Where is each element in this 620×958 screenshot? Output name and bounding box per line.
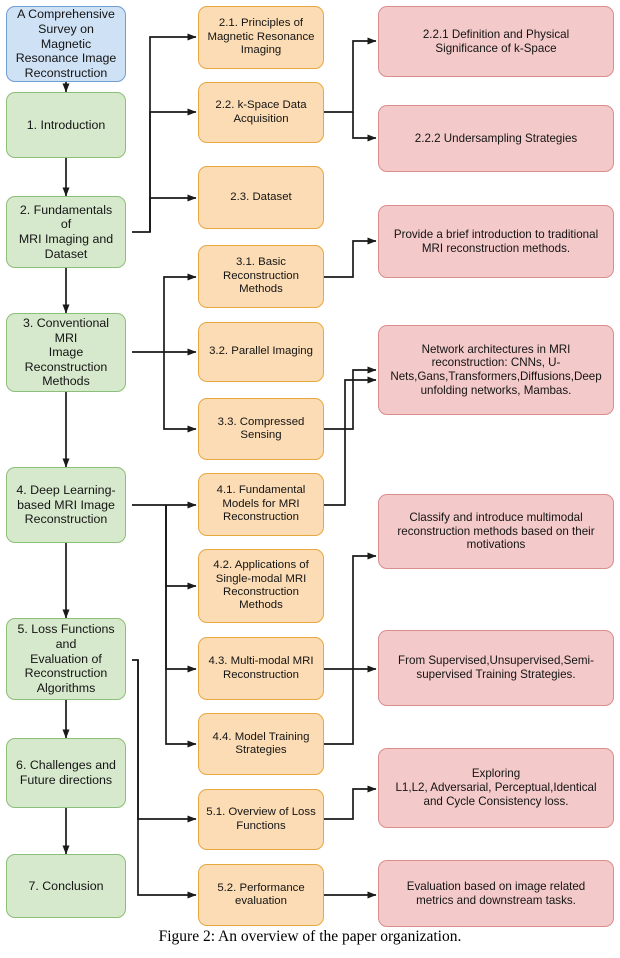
node-subsection-5-2[interactable]: 5.2. Performance evaluation bbox=[198, 864, 324, 926]
node-label: 5.1. Overview of Loss Functions bbox=[206, 806, 316, 832]
edge-5-to-5.1 bbox=[132, 659, 197, 823]
node-label: 3.3. Compressed Sensing bbox=[217, 415, 305, 441]
node-label: 2. Fundamentals of MRI Imaging and Datas… bbox=[18, 202, 114, 261]
node-label: 3.2. Parallel Imaging bbox=[209, 345, 313, 358]
node-subsection-2-3[interactable]: 2.3. Dataset bbox=[198, 166, 324, 229]
node-survey-title[interactable]: A Comprehensive Survey on Magnetic Reson… bbox=[6, 6, 126, 82]
edge-4.1-to-note-networks bbox=[324, 376, 377, 506]
node-label: Network architectures in MRI reconstruct… bbox=[390, 342, 602, 397]
node-label: 4. Deep Learning- based MRI Image Recons… bbox=[16, 483, 116, 527]
node-label: 5. Loss Functions and Evaluation of Reco… bbox=[17, 622, 115, 695]
node-label: 6. Challenges and Future directions bbox=[16, 758, 116, 787]
node-label: A Comprehensive Survey on Magnetic Reson… bbox=[15, 7, 117, 80]
edge-2.2-to-2.2.1 bbox=[324, 37, 377, 113]
edge-5-to-5.2 bbox=[137, 660, 197, 899]
edge-3-to-3.1 bbox=[132, 273, 197, 353]
edge-4.4-to-note-training bbox=[324, 665, 377, 745]
node-label: 1. Introduction bbox=[26, 117, 106, 132]
node-note-loss-types[interactable]: Exploring L1,L2, Adversarial, Perceptual… bbox=[378, 748, 614, 828]
node-label: From Supervised,Unsupervised,Semi- super… bbox=[398, 654, 594, 681]
node-note-training-strategies[interactable]: From Supervised,Unsupervised,Semi- super… bbox=[378, 630, 614, 706]
node-label: Exploring L1,L2, Adversarial, Perceptual… bbox=[395, 767, 597, 808]
edge-4-to-4.2 bbox=[165, 505, 197, 590]
node-label: Classify and introduce multimodal recons… bbox=[397, 510, 595, 552]
node-subsection-3-1[interactable]: 3.1. Basic Reconstruction Methods bbox=[198, 245, 324, 308]
edge-3-to-3.3 bbox=[163, 352, 197, 433]
node-note-2-2-1[interactable]: 2.2.1 Definition and Physical Significan… bbox=[378, 6, 614, 77]
edge-5.1-to-note-losses bbox=[324, 785, 377, 820]
node-label: 2.3. Dataset bbox=[230, 190, 292, 203]
node-section-7-conclusion[interactable]: 7. Conclusion bbox=[6, 854, 126, 918]
node-subsection-2-1[interactable]: 2.1. Principles of Magnetic Resonance Im… bbox=[198, 6, 324, 69]
node-label: 3.1. Basic Reconstruction Methods bbox=[223, 256, 299, 296]
node-subsection-5-1[interactable]: 5.1. Overview of Loss Functions bbox=[198, 789, 324, 850]
node-note-multimodal-classification[interactable]: Classify and introduce multimodal recons… bbox=[378, 494, 614, 569]
node-section-6-challenges[interactable]: 6. Challenges and Future directions bbox=[6, 738, 126, 808]
node-label: 5.2. Performance evaluation bbox=[217, 881, 305, 907]
node-section-2-fundamentals[interactable]: 2. Fundamentals of MRI Imaging and Datas… bbox=[6, 196, 126, 268]
node-label: 4.3. Multi-modal MRI Reconstruction bbox=[208, 655, 314, 681]
edge-3.3-to-note-networks bbox=[324, 366, 377, 430]
node-note-network-architectures[interactable]: Network architectures in MRI reconstruct… bbox=[378, 325, 614, 415]
node-label: 4.2. Applications of Single-modal MRI Re… bbox=[213, 559, 309, 612]
node-label: 3. Conventional MRI Image Reconstruction… bbox=[22, 315, 110, 389]
node-label: 2.2.1 Definition and Physical Significan… bbox=[422, 27, 570, 55]
node-subsection-3-2[interactable]: 3.2. Parallel Imaging bbox=[198, 322, 324, 382]
edge-2-to-2.1 bbox=[132, 33, 197, 233]
edge-2-to-2.2 bbox=[149, 108, 197, 232]
node-note-traditional-methods[interactable]: Provide a brief introduction to traditio… bbox=[378, 205, 614, 278]
node-label: 2.1. Principles of Magnetic Resonance Im… bbox=[207, 17, 315, 57]
node-subsection-3-3[interactable]: 3.3. Compressed Sensing bbox=[198, 398, 324, 460]
node-section-1-introduction[interactable]: 1. Introduction bbox=[6, 92, 126, 158]
edge-4-to-4.3 bbox=[165, 505, 197, 673]
node-section-3-conventional[interactable]: 3. Conventional MRI Image Reconstruction… bbox=[6, 313, 126, 392]
node-label: Evaluation based on image related metric… bbox=[406, 879, 586, 907]
node-subsection-4-3[interactable]: 4.3. Multi-modal MRI Reconstruction bbox=[198, 637, 324, 700]
node-subsection-2-2[interactable]: 2.2. k-Space Data Acquisition bbox=[198, 82, 324, 143]
node-label: 4.4. Model Training Strategies bbox=[212, 730, 310, 756]
node-subsection-4-2[interactable]: 4.2. Applications of Single-modal MRI Re… bbox=[198, 549, 324, 623]
edge-2.2-to-2.2.2 bbox=[352, 112, 377, 142]
node-label: 2.2. k-Space Data Acquisition bbox=[215, 99, 307, 125]
edge-4.3-to-note-multimodal bbox=[324, 552, 377, 670]
node-subsection-4-1[interactable]: 4.1. Fundamental Models for MRI Reconstr… bbox=[198, 473, 324, 536]
node-label: 4.1. Fundamental Models for MRI Reconstr… bbox=[216, 484, 306, 524]
node-note-2-2-2[interactable]: 2.2.2 Undersampling Strategies bbox=[378, 105, 614, 172]
node-note-evaluation-metrics[interactable]: Evaluation based on image related metric… bbox=[378, 860, 614, 927]
node-subsection-4-4[interactable]: 4.4. Model Training Strategies bbox=[198, 713, 324, 775]
edge-4-to-4.4 bbox=[165, 505, 197, 748]
node-label: Provide a brief introduction to traditio… bbox=[393, 227, 599, 255]
node-section-5-loss-functions[interactable]: 5. Loss Functions and Evaluation of Reco… bbox=[6, 618, 126, 700]
node-section-4-deep-learning[interactable]: 4. Deep Learning- based MRI Image Recons… bbox=[6, 467, 126, 543]
figure-caption: Figure 2: An overview of the paper organ… bbox=[158, 928, 462, 945]
node-label: 2.2.2 Undersampling Strategies bbox=[414, 131, 578, 145]
node-label: 7. Conclusion bbox=[28, 878, 104, 893]
edge-2-to-2.3 bbox=[149, 194, 197, 232]
edge-3.1-to-note-traditional bbox=[324, 237, 377, 278]
